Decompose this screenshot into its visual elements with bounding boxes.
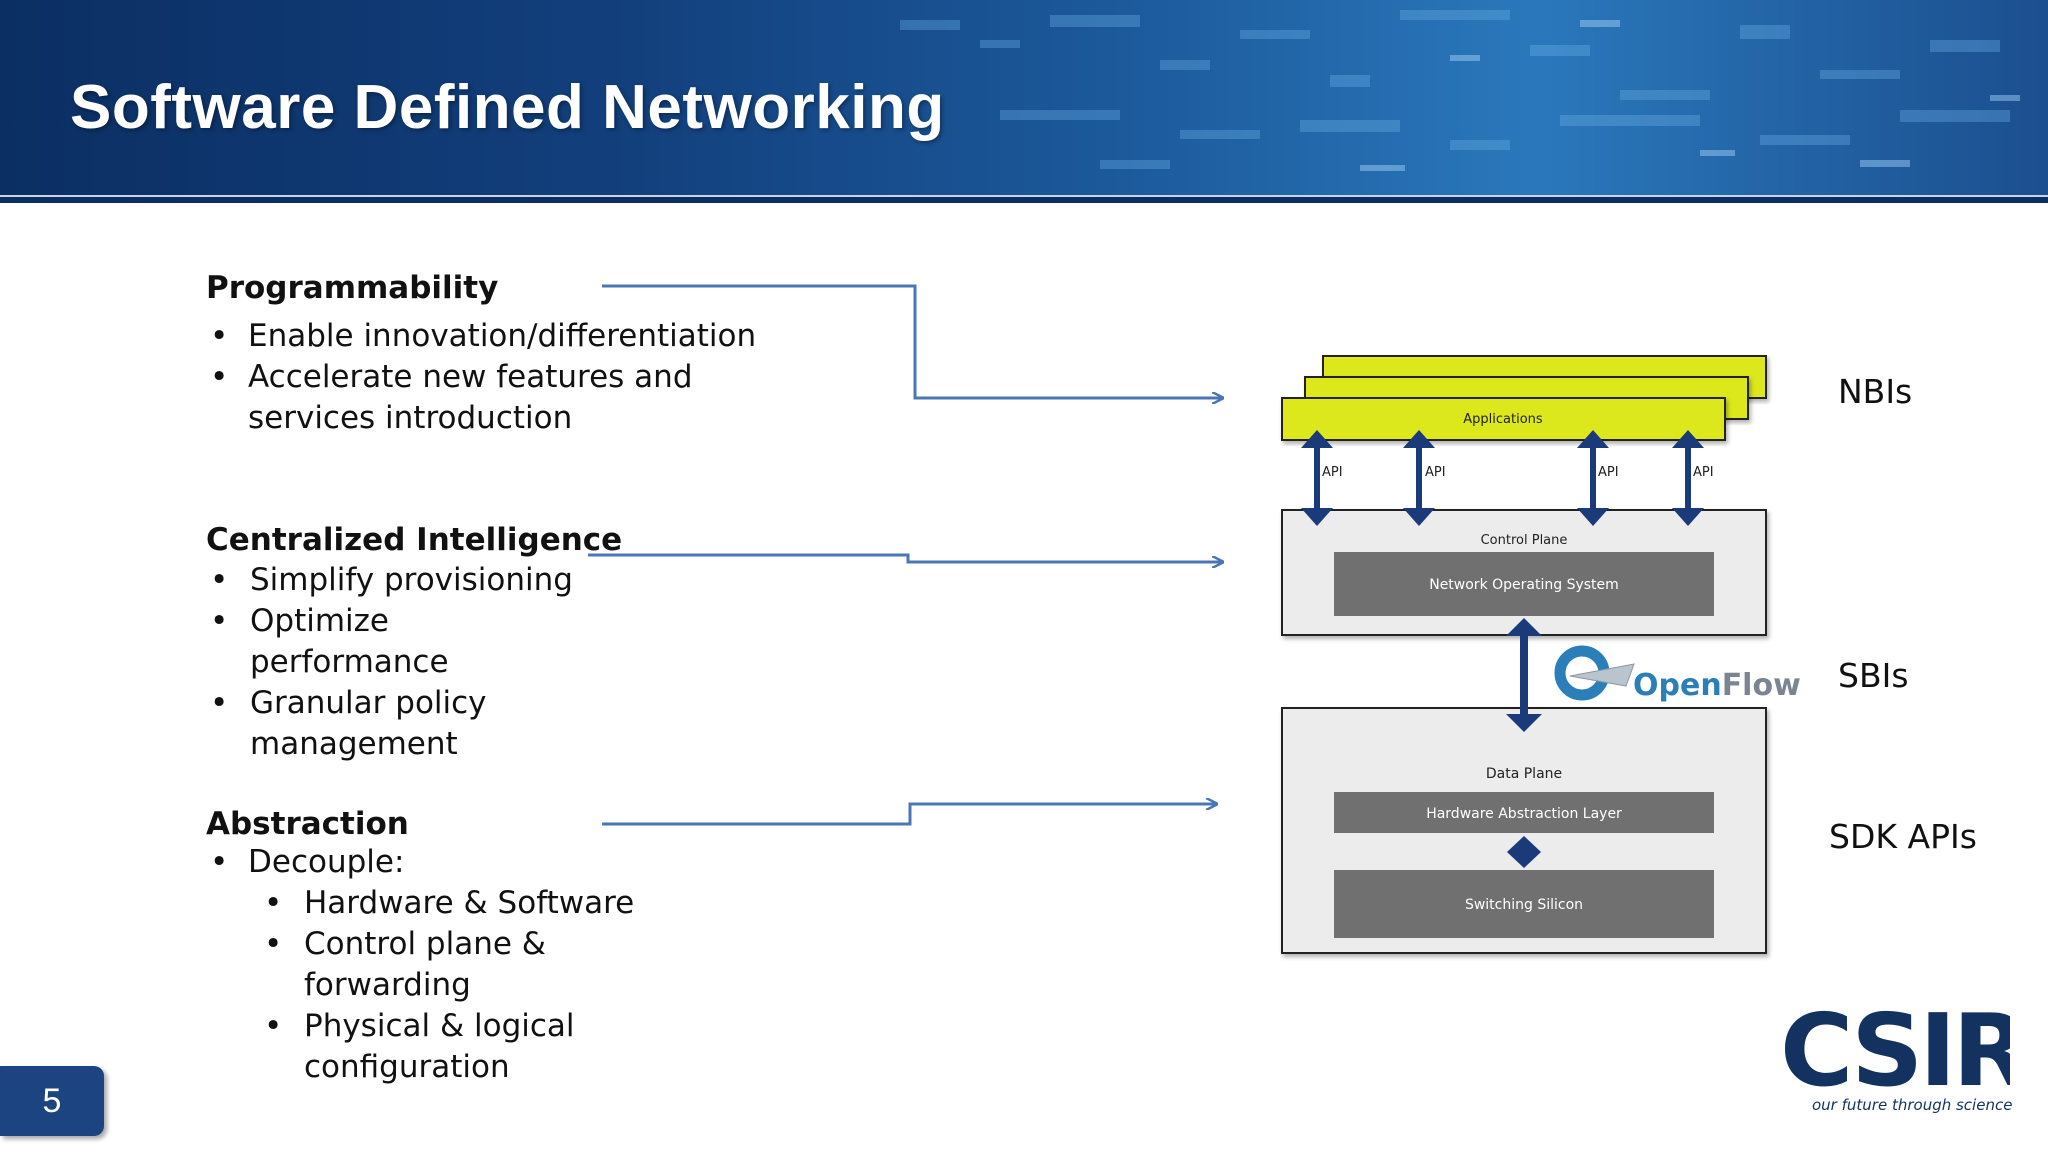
bullet-list: Simplify provisioning Optimize performan…	[206, 560, 622, 765]
connector-programmability	[602, 284, 1222, 398]
control-plane-label: Control Plane	[1481, 533, 1568, 548]
network-os-label: Network Operating System	[1429, 577, 1619, 593]
openflow-arrow	[1506, 618, 1542, 732]
bullet-item: Granular policy	[206, 683, 622, 724]
sub-bullet-item: Hardware & Software	[206, 883, 634, 924]
api-arrow	[1403, 430, 1435, 526]
api-arrow	[1577, 430, 1609, 526]
bullet-continuation: services introduction	[248, 400, 573, 436]
hal-label: Hardware Abstraction Layer	[1426, 806, 1622, 822]
switching-silicon-block	[1334, 870, 1714, 938]
sub-bullet-continuation: configuration	[304, 1049, 510, 1085]
bullet-list: Decouple: Hardware & Software Control pl…	[206, 842, 634, 1088]
api-label: API	[1322, 465, 1343, 480]
header-background-art	[900, 10, 2020, 171]
api-arrow	[1672, 430, 1704, 526]
section-title: Abstraction	[206, 806, 409, 842]
header-divider	[0, 195, 2048, 203]
api-label: API	[1425, 465, 1446, 480]
sbis-label: SBIs	[1838, 656, 1909, 695]
header-banner: Software Defined Networking	[0, 0, 2048, 200]
section-title: Centralized Intelligence	[206, 522, 623, 558]
sub-bullet-continuation: forwarding	[304, 967, 471, 1003]
bullet-item: Enable innovation/differentiation	[206, 316, 756, 357]
network-os-block	[1334, 552, 1714, 616]
section-centralized-intelligence: Centralized Intelligence Simplify provis…	[206, 522, 622, 765]
page-number: 5	[0, 1066, 104, 1136]
bullet-item: Simplify provisioning	[206, 560, 622, 601]
csir-wordmark: CSIR	[1780, 995, 2010, 1095]
openflow-text: OpenFlow	[1633, 668, 1801, 703]
bullet-item: Accelerate new features and	[206, 357, 756, 398]
connector-centralized-intelligence	[588, 553, 1222, 562]
csir-logo: CSIR	[1780, 995, 2010, 1095]
applications-layer-front	[1281, 397, 1726, 441]
bullet-continuation: management	[250, 726, 458, 762]
section-abstraction: Abstraction Decouple: Hardware & Softwar…	[206, 806, 634, 1088]
data-plane-label: Data Plane	[1486, 766, 1562, 782]
hal-block	[1334, 792, 1714, 833]
section-programmability: Programmability Enable innovation/differ…	[206, 270, 756, 439]
sub-bullet-item: Physical & logical	[206, 1006, 634, 1047]
bullet-item: Optimize	[206, 601, 622, 642]
hal-silicon-arrow	[1507, 836, 1541, 868]
openflow-open: Open	[1633, 668, 1722, 703]
sub-bullet-item: Control plane &	[206, 924, 634, 965]
csir-tagline: our future through science	[1812, 1096, 2013, 1114]
nbis-label: NBIs	[1838, 372, 1913, 411]
openflow-flow: Flow	[1722, 668, 1801, 703]
bullet-continuation: performance	[250, 644, 449, 680]
bullet-list: Enable innovation/differentiation Accele…	[206, 316, 756, 439]
openflow-logo: OpenFlow	[1554, 645, 1801, 703]
api-label: API	[1693, 465, 1714, 480]
applications-label: Applications	[1463, 412, 1543, 427]
bullet-item: Decouple:	[206, 842, 634, 883]
api-arrow	[1301, 430, 1333, 526]
switching-silicon-label: Switching Silicon	[1465, 897, 1583, 913]
sdk-apis-label: SDK APIs	[1829, 817, 1977, 856]
openflow-swoosh-icon	[1569, 663, 1635, 687]
section-title: Programmability	[206, 270, 499, 306]
connector-abstraction	[602, 804, 1216, 826]
api-label: API	[1598, 465, 1619, 480]
api-arrows	[1301, 430, 1704, 526]
slide-title: Software Defined Networking	[70, 73, 945, 142]
